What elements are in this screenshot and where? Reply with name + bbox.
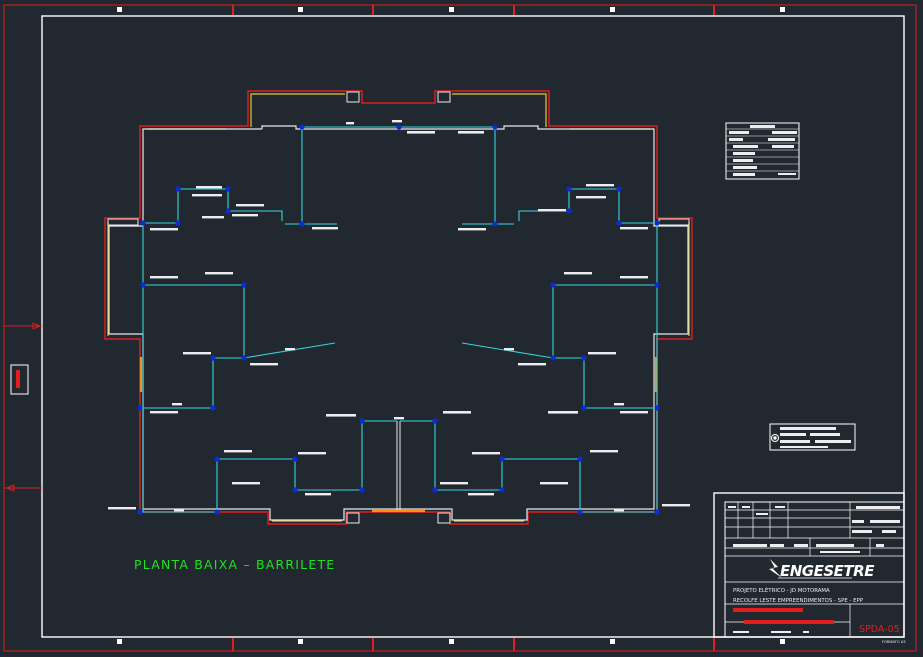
left-margin-label: [10, 364, 29, 395]
circle-target-icon: [771, 434, 779, 442]
sheet-number: SPDA-05: [859, 624, 900, 635]
section-markers: [4, 322, 42, 492]
sheet-format: FORMATO A3: [882, 640, 906, 644]
inner-wall-white: [108, 125, 689, 521]
outer-red-border: [3, 4, 917, 652]
central-divider: [396, 421, 401, 510]
drawing-caption: PLANTA BAIXA – BARRILETE: [134, 557, 335, 572]
wall-notches: [107, 91, 690, 524]
grid-markers: [117, 5, 785, 651]
wall-orange-segments: [139, 357, 658, 513]
title-line-1: PROJETO ELÉTRICO - JD MOTORAMA: [733, 586, 830, 594]
spda-nodes: [137, 124, 660, 515]
annotation-blocks: [108, 120, 690, 512]
triangle-arrow-icon: [32, 322, 42, 330]
triangle-arrow-icon: [5, 484, 15, 492]
title-line-2: RECOLFE LESTE EMPREENDIMENTOS - SPE - EP…: [733, 598, 864, 604]
company-logo: ENGESETRE: [769, 559, 876, 580]
legend-table-top: [725, 122, 800, 180]
logo-text: ENGESETRE: [780, 562, 875, 580]
title-block: ENGESETRE PROJETO ELÉTRICO - JD MOTORAMA…: [713, 492, 906, 644]
legend-table-middle: [769, 423, 856, 451]
outer-wall-red: [104, 90, 693, 525]
